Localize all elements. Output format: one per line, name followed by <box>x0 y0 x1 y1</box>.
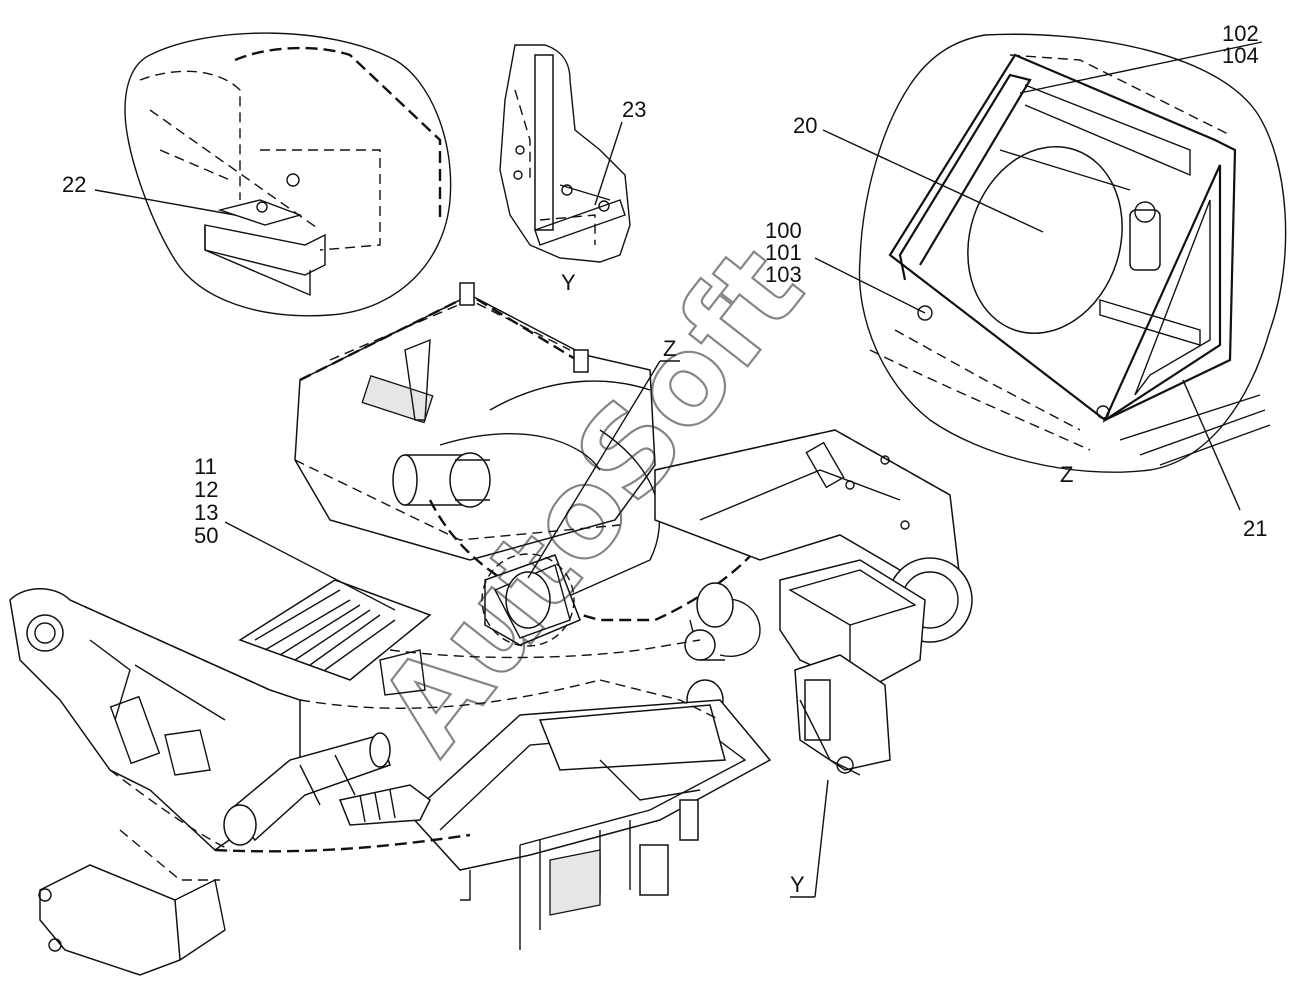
marker-y: Y <box>790 872 805 897</box>
label-50: 50 <box>194 523 218 548</box>
label-101: 101 <box>765 240 802 265</box>
detail-view-z <box>858 33 1287 473</box>
leader-lines <box>94 41 1263 898</box>
label-12: 12 <box>194 477 218 502</box>
label-23: 23 <box>622 97 646 122</box>
marker-z: Z <box>663 336 676 361</box>
label-104: 104 <box>1222 43 1259 68</box>
label-103: 103 <box>765 262 802 287</box>
label-22: 22 <box>62 172 86 197</box>
label-20: 20 <box>793 113 817 138</box>
label-102: 102 <box>1222 21 1259 46</box>
view-z-label: Z <box>1060 462 1073 487</box>
label-11: 11 <box>194 454 217 479</box>
label-21: 21 <box>1243 516 1267 541</box>
view-y-label: Y <box>561 270 576 295</box>
part-labels: 22 23 Y 20 102 104 100 101 103 Z 21 11 1… <box>62 21 1267 897</box>
label-13: 13 <box>194 500 218 525</box>
detail-view-y <box>499 44 631 263</box>
detail-view-22 <box>124 32 452 317</box>
main-assembly <box>9 282 973 976</box>
label-100: 100 <box>765 218 802 243</box>
